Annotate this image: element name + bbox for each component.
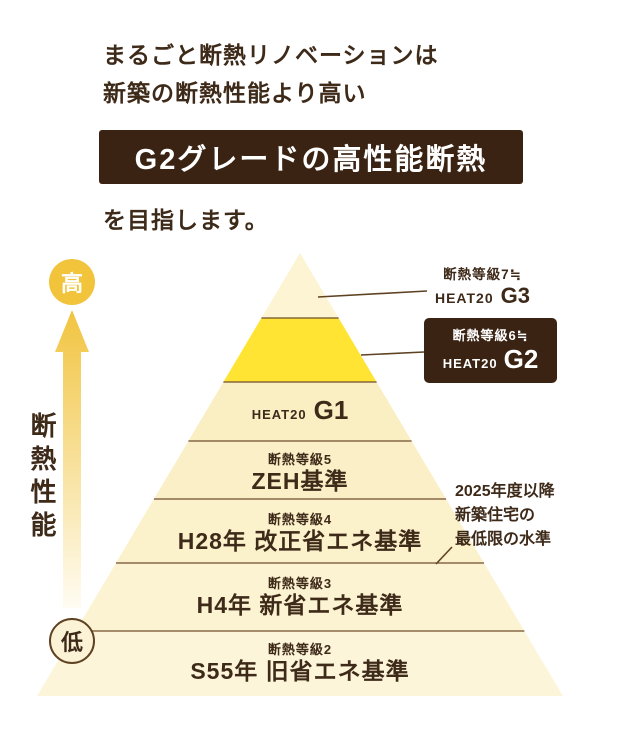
g3-brand-text: HEAT20 [434,290,494,306]
title-line-1: まるごと断熱リノベーションは [103,42,439,68]
band-label-h28: 断熱等級4 H28年 改正省エネ基準 [100,509,500,554]
zeh-name-text: ZEH基準 [251,468,349,494]
pyramid-band-g3 [261,253,339,318]
g1-tier-text: G1 [313,395,349,425]
g2-leader-line [360,351,425,356]
zeh-grade-text: 断熱等級5 [267,452,333,467]
pyramid-band-g1 [188,382,412,441]
note-line-2: 新築住宅の [455,507,536,524]
g2-grade-text: 断熱等級6≒ [452,328,529,343]
pyramid-band-h4 [75,563,525,631]
g3-grade-text: 断熱等級7≒ [443,267,522,282]
axis-high-text: 高 [60,271,83,296]
highlight-banner-text: G2グレードの高性能断熱 [134,144,488,176]
axis-high-badge: 高 [49,259,95,305]
pyramid-band-s55 [37,631,563,696]
highlight-banner: G2グレードの高性能断熱 [99,130,523,184]
band-label-zeh: 断熱等級5 ZEH基準 [150,449,450,494]
note-leader-line [435,546,453,565]
band-label-s55: 断熱等級2 S55年 旧省エネ基準 [100,639,500,684]
band-label-h4: 断熱等級3 H4年 新省エネ基準 [100,573,500,618]
callout-g3: 断熱等級7≒ HEAT20 G3 [425,263,540,309]
h4-grade-text: 断熱等級3 [267,576,333,591]
s55-grade-text: 断熱等級2 [267,642,333,657]
band-label-g1: HEAT20 G1 [190,395,410,426]
axis-title-vertical: 断熱性能 [27,412,57,544]
h28-name-text: H28年 改正省エネ基準 [177,528,423,554]
pyramid-band-h28 [116,499,484,563]
title-suffix: を目指します。 [103,207,269,233]
g3-tier-text: G3 [500,283,530,308]
note-2025: 2025年度以降 新築住宅の 最低限の水準 [455,480,595,552]
g2-brand-text: HEAT20 [442,356,498,371]
performance-axis-arrow-icon [55,310,89,608]
h4-name-text: H4年 新省エネ基準 [196,592,404,618]
note-line-3: 最低限の水準 [455,531,552,548]
callout-g2-box: 断熱等級6≒ HEAT20 G2 [424,318,557,383]
g3-leader-line [317,290,428,298]
h28-grade-text: 断熱等級4 [267,512,333,527]
g2-tier-text: G2 [503,344,539,374]
note-line-1: 2025年度以降 [455,483,555,500]
pyramid-band-zeh [153,441,447,499]
axis-low-badge: 低 [49,618,95,664]
pyramid-band-g2 [223,318,377,382]
axis-low-text: 低 [60,630,83,655]
s55-name-text: S55年 旧省エネ基準 [190,658,410,684]
title-line-2: 新築の断熱性能より高い [103,80,367,106]
g1-brand-text: HEAT20 [251,407,307,422]
